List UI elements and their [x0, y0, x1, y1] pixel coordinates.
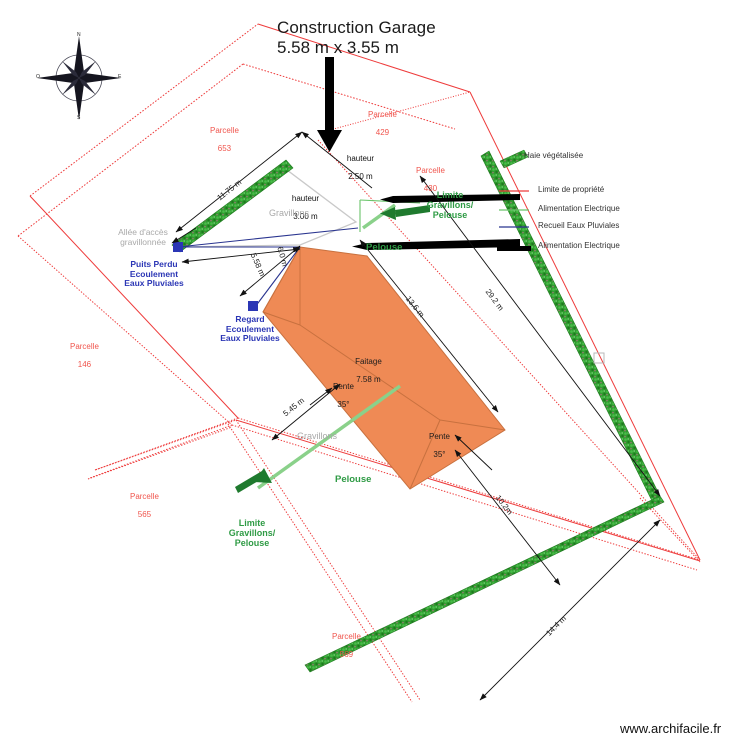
dimension-lines — [171, 131, 661, 701]
compass-rose — [37, 36, 121, 120]
property-lines-southwest — [87, 419, 421, 703]
limite-arrow-north — [380, 205, 430, 220]
garage-pointer-arrow — [317, 57, 342, 152]
hedge-swatch-icon — [499, 149, 529, 169]
puits-perdu-marker — [173, 242, 183, 252]
black-thick-line-icon — [497, 246, 531, 251]
property-line-southeast — [639, 497, 701, 563]
limite-arrow-south — [235, 468, 272, 493]
legend-symbols — [497, 149, 531, 251]
electric-supply-black — [352, 194, 520, 250]
regard-marker — [248, 301, 258, 311]
misc-square-marker — [593, 352, 605, 364]
house-roof — [262, 246, 506, 490]
